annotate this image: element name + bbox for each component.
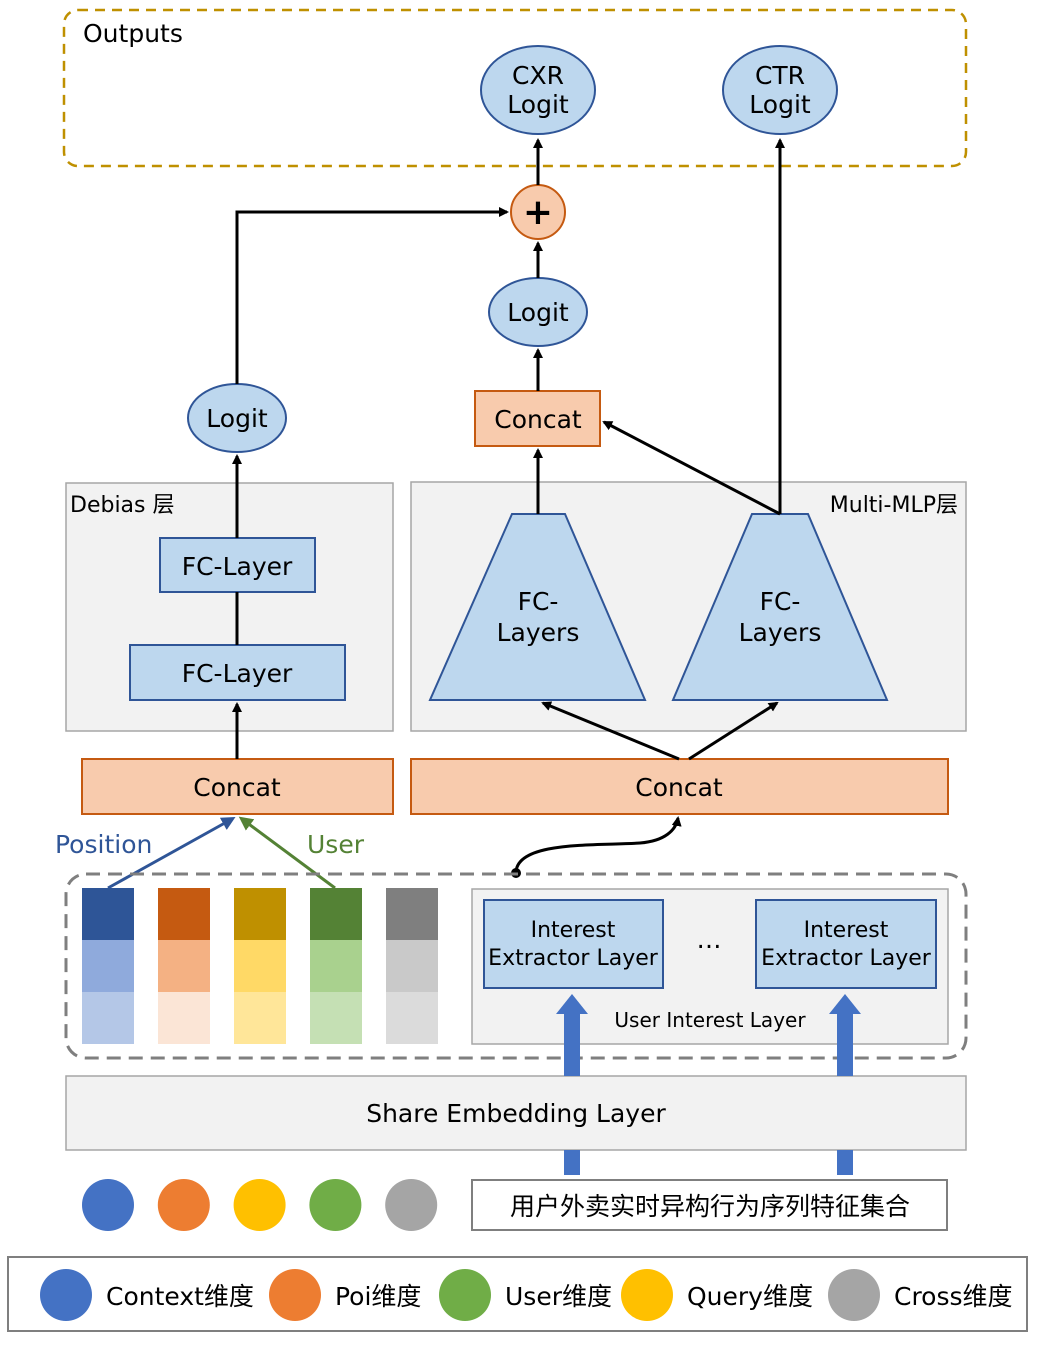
sequence-flow-arrows [556,994,861,1175]
svg-text:CTR: CTR [755,61,805,90]
feature-columns [82,888,438,1044]
svg-text:FC-Layer: FC-Layer [182,659,293,688]
legend-label: Cross维度 [894,1282,1013,1311]
center-logit-node: Logit [488,277,588,347]
position-label: Position [55,830,152,859]
legend-label: User维度 [505,1282,612,1311]
sequence-feature-box: 用户外卖实时异构行为序列特征集合 [471,1179,948,1231]
svg-text:Logit: Logit [507,298,569,327]
debias-concat-node: Concat [81,758,394,815]
feature-dot [309,1179,362,1231]
feature-column [82,888,134,1044]
feature-cell [310,888,362,940]
ellipsis: … [697,925,722,954]
feature-cell [386,940,438,992]
feature-cell [158,940,210,992]
feature-cell [234,992,286,1044]
feature-column [234,888,286,1044]
legend-item: Query维度 [621,1269,813,1321]
legend-swatch [269,1269,321,1321]
user-label: User [307,830,365,859]
svg-text:Layers: Layers [497,618,580,647]
connector-arrows [107,138,785,890]
feature-dot [233,1179,286,1231]
left-logit-node: Logit [187,383,287,453]
svg-text:Logit: Logit [507,90,569,119]
outputs-title: Outputs [83,19,183,48]
svg-text:Interest: Interest [531,918,616,943]
feature-cell [158,992,210,1044]
legend-item: Cross维度 [828,1269,1013,1321]
multi-mlp-title: Multi-MLP层 [830,493,958,518]
top-concat-node: Concat [474,390,601,447]
svg-text:FC-: FC- [760,587,801,616]
outputs-group [62,8,968,168]
svg-text:Logit: Logit [749,90,811,119]
mlp-concat-node: Concat [410,758,949,815]
legend-label: Poi维度 [335,1282,421,1311]
svg-text:Interest: Interest [804,918,889,943]
legend-swatch [439,1269,491,1321]
feature-cell [234,888,286,940]
svg-text:FC-: FC- [518,587,559,616]
feature-cell [82,940,134,992]
feature-column [158,888,210,1044]
feature-dot [82,1179,134,1231]
svg-text:+: + [523,192,553,233]
feature-dots [82,1179,438,1231]
svg-text:Concat: Concat [494,405,582,434]
svg-text:Concat: Concat [635,773,723,802]
feature-cell [310,992,362,1044]
legend-label: Query维度 [687,1282,813,1311]
svg-text:Logit: Logit [206,404,268,433]
feature-cell [158,888,210,940]
share-embedding-layer: Share Embedding Layer [65,1075,967,1151]
svg-text:Share Embedding Layer: Share Embedding Layer [366,1099,666,1128]
feature-dot [385,1179,438,1231]
legend-item: Context维度 [40,1269,254,1321]
svg-text:Concat: Concat [193,773,281,802]
legend: Context维度 Poi维度 User维度 Query维度 Cross维度 [40,1269,1013,1321]
legend-item: User维度 [439,1269,612,1321]
feature-column [386,888,438,1044]
legend-swatch [621,1269,673,1321]
features-group [64,872,968,1060]
legend-swatch [40,1269,92,1321]
fc-layer-lower: FC-Layer [129,644,346,701]
interest-extractor-1: Interest Extractor Layer [483,899,664,989]
svg-text:Extractor Layer: Extractor Layer [761,946,932,971]
legend-label: Context维度 [106,1282,254,1311]
ctr-logit-node: CTR Logit [722,45,838,135]
fc-layers-tower-2: FC- Layers [671,513,889,701]
fc-layer-upper: FC-Layer [159,537,316,593]
user-interest-title: User Interest Layer [614,1008,806,1032]
svg-text:CXR: CXR [512,61,564,90]
legend-swatch [828,1269,880,1321]
interest-extractor-2: Interest Extractor Layer [755,899,937,989]
feature-cell [82,992,134,1044]
feature-cell [386,888,438,940]
feature-column [310,888,362,1044]
svg-text:用户外卖实时异构行为序列特征集合: 用户外卖实时异构行为序列特征集合 [510,1192,910,1221]
legend-item: Poi维度 [269,1269,421,1321]
debias-title: Debias 层 [70,493,175,518]
add-operator: + [510,184,566,240]
svg-text:Extractor Layer: Extractor Layer [488,946,659,971]
feature-dot [157,1179,210,1231]
feature-cell [386,992,438,1044]
svg-text:Layers: Layers [739,618,822,647]
feature-cell [82,888,134,940]
fc-layers-tower-1: FC- Layers [428,513,647,701]
svg-text:FC-Layer: FC-Layer [182,552,293,581]
feature-cell [310,940,362,992]
cxr-logit-node: CXR Logit [480,45,596,135]
feature-cell [234,940,286,992]
